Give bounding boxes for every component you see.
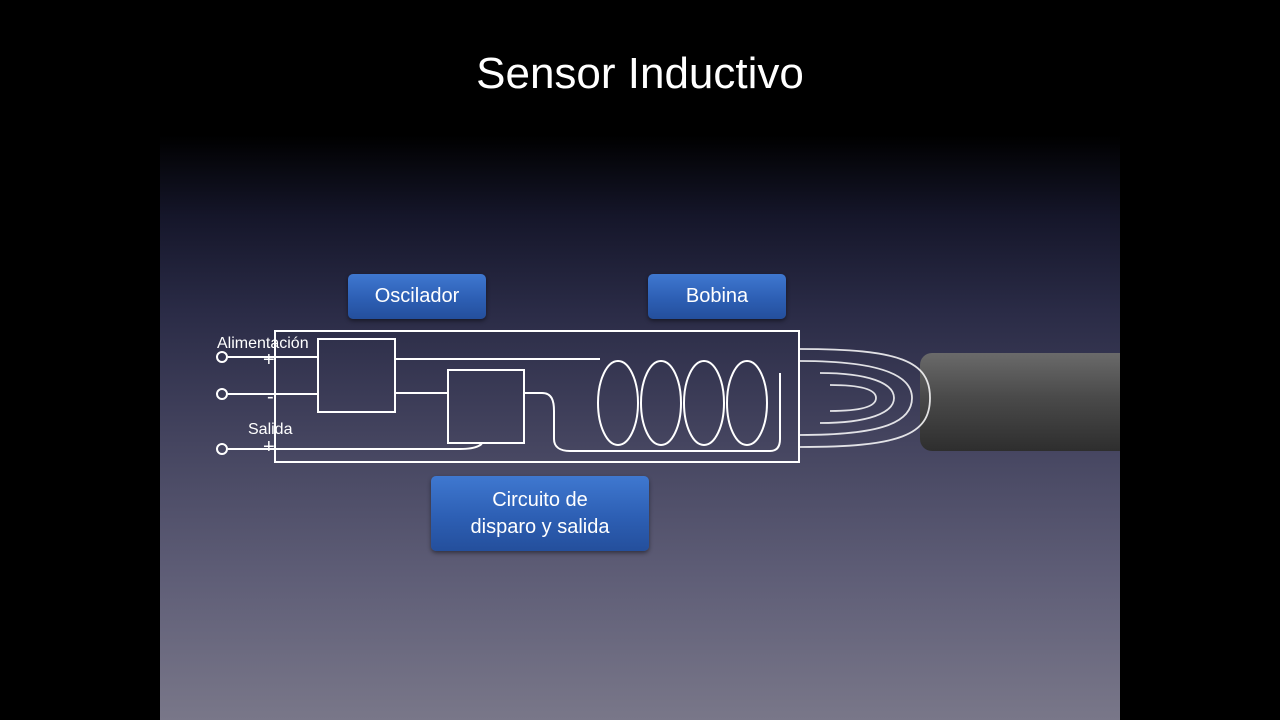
metal-target: [920, 353, 1120, 451]
oscilador-label: Oscilador: [348, 274, 486, 319]
terminal-output: [216, 443, 228, 455]
coil: [597, 360, 768, 446]
salida-label: Salida: [248, 421, 293, 438]
terminal-supply-positive: [216, 351, 228, 363]
trigger-output-block: [447, 369, 525, 444]
minus-symbol: -: [267, 386, 274, 408]
plus-symbol-top: +: [263, 349, 275, 371]
terminal-supply-negative: [216, 388, 228, 400]
terminals: [216, 351, 228, 455]
alimentacion-label: Alimentación: [217, 335, 309, 352]
circuit-wiring: [228, 356, 781, 452]
sensor-housing: [274, 330, 800, 463]
circuito-label-line2: disparo y salida: [470, 515, 610, 538]
magnetic-field-lines: [799, 348, 931, 448]
oscillator-block: [317, 338, 396, 413]
diagram-panel: Oscilador Bobina Circuito de disparo y s…: [160, 135, 1120, 720]
circuito-label: Circuito de disparo y salida: [431, 476, 649, 551]
bobina-label: Bobina: [648, 274, 786, 319]
sensor-diagram: [216, 330, 1120, 463]
circuito-label-line1: Circuito de: [492, 488, 588, 511]
plus-symbol-bottom: +: [263, 436, 275, 458]
slide-title: Sensor Inductivo: [476, 49, 804, 98]
